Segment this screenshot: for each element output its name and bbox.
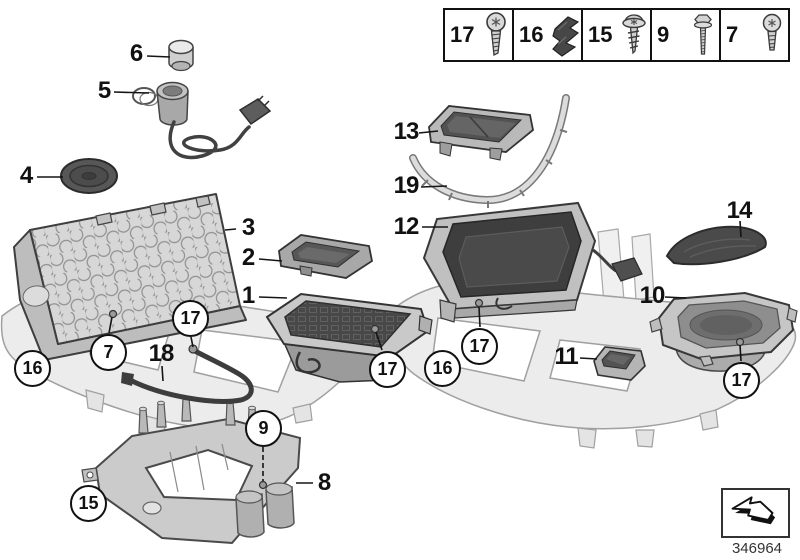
- part-callout-6[interactable]: 6: [129, 40, 143, 67]
- part-1-oddments-tray: [265, 292, 433, 383]
- part-callout-14[interactable]: 14: [726, 197, 753, 224]
- part-11-tray-insert: [593, 346, 646, 381]
- part-8-carrier-bracket: [81, 395, 302, 545]
- part-5-power-socket: [132, 81, 272, 160]
- part-13-storage-tray: [428, 105, 534, 161]
- fastener-callout-17-c[interactable]: 17: [461, 328, 498, 365]
- part-4-rubber-insert: [60, 158, 118, 194]
- mounting-screws: [108, 298, 745, 490]
- part-callout-3[interactable]: 3: [241, 214, 255, 241]
- part-3-carrier-panel: [13, 193, 247, 361]
- legend-number: 16: [519, 22, 544, 47]
- part-callout-4[interactable]: 4: [19, 162, 33, 189]
- part-6-plug: [168, 39, 194, 72]
- part-19-trim-frame: [409, 94, 570, 208]
- part-callout-8[interactable]: 8: [317, 469, 331, 496]
- part-callout-13[interactable]: 13: [393, 118, 420, 145]
- fastener-callout-9[interactable]: 9: [245, 410, 282, 447]
- legend-number: 15: [588, 22, 613, 47]
- legend-item-7[interactable]: 7: [719, 8, 790, 62]
- legend-item-16[interactable]: 16: [512, 8, 583, 62]
- part-callout-12[interactable]: 12: [393, 213, 420, 240]
- part-18-support-bracket: [121, 348, 254, 404]
- legend-item-9[interactable]: 9: [650, 8, 721, 62]
- legend-item-15[interactable]: 15: [581, 8, 652, 62]
- fastener-callout-7[interactable]: 7: [90, 334, 127, 371]
- part-14-rubber-mat: [665, 225, 767, 266]
- back-arrow-icon: [731, 496, 775, 525]
- fastener-callout-16-b[interactable]: 16: [424, 350, 461, 387]
- sheet-metal-clip-icon: [549, 12, 581, 58]
- part-12-storage-compartment: [422, 201, 643, 323]
- fastener-legend: 17 16 15: [443, 8, 790, 62]
- back-arrow-button[interactable]: [721, 488, 790, 538]
- part-callout-18[interactable]: 18: [148, 340, 175, 367]
- fastener-callout-15[interactable]: 15: [70, 485, 107, 522]
- part-callout-5[interactable]: 5: [97, 77, 111, 104]
- fastener-callout-17-d[interactable]: 17: [723, 362, 760, 399]
- fastener-callout-16-a[interactable]: 16: [14, 350, 51, 387]
- legend-item-17[interactable]: 17: [443, 8, 514, 62]
- washer-head-screw-icon: [618, 12, 650, 58]
- part-2-storage-tray: [278, 234, 374, 279]
- fastener-callout-17-a[interactable]: 17: [172, 300, 209, 337]
- part-callout-19[interactable]: 19: [393, 172, 420, 199]
- hex-flange-screw-icon: [687, 12, 719, 58]
- fastener-callout-17-b[interactable]: 17: [369, 351, 406, 388]
- part-callout-10[interactable]: 10: [639, 282, 666, 309]
- legend-number: 9: [657, 22, 670, 47]
- legend-number: 17: [450, 22, 475, 47]
- diagram-number: 346964: [731, 540, 783, 557]
- leader-lines: [37, 55, 742, 484]
- torx-button-screw-icon: [756, 12, 788, 58]
- legend-number: 7: [726, 22, 739, 47]
- part-callout-1[interactable]: 1: [241, 282, 255, 309]
- part-callout-2[interactable]: 2: [241, 244, 255, 271]
- part-callout-11[interactable]: 11: [554, 343, 578, 370]
- torx-pan-head-screw-icon: [480, 12, 512, 58]
